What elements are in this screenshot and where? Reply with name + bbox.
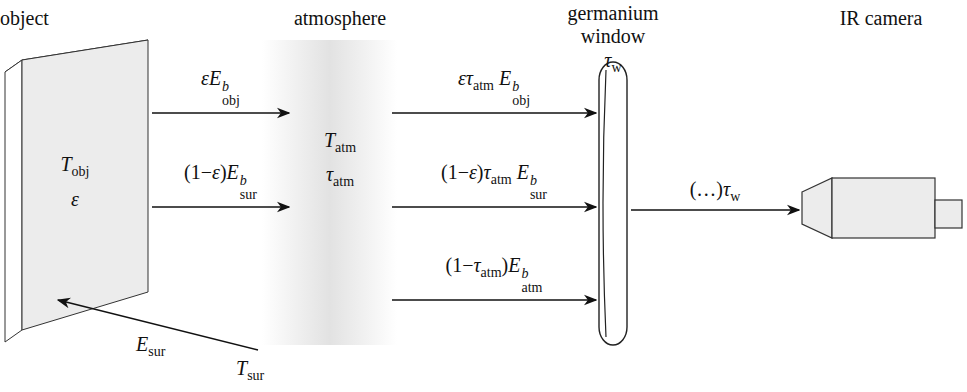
temperature-symbol: Tatm (290, 129, 390, 156)
ir-camera: IR camera (800, 5, 962, 240)
part-heading: object (0, 7, 70, 30)
part-heading: germanium window (553, 2, 673, 48)
window-edge (603, 70, 606, 337)
irradiance-label: Esur (136, 333, 165, 360)
flux-label: (…)τw (690, 178, 741, 205)
object-slab: objectTobj ε (0, 5, 150, 340)
flux-label: ετatm Ebobj (458, 67, 530, 108)
slab-face (22, 40, 148, 330)
flux-label: (1−ε)τatm Ebsur (441, 161, 547, 202)
atmosphere-region: atmosphereTatmτatm (290, 5, 390, 340)
part-heading: IR camera (800, 7, 962, 30)
radiation-arrow (631, 209, 799, 211)
camera-back (935, 200, 962, 228)
radiation-arrow (392, 112, 596, 114)
radiation-arrow (152, 206, 289, 208)
surroundings-temperature: Tsur (236, 357, 264, 384)
camera-body (832, 178, 935, 238)
camera-lens (802, 178, 832, 238)
radiation-arrow (392, 299, 596, 301)
slab-edge (5, 60, 22, 342)
flux-label: (1−τatm)Ebatm (445, 254, 542, 295)
emissivity-symbol: ε (20, 188, 130, 211)
temperature-symbol: Tobj (20, 153, 130, 180)
radiation-arrow (392, 206, 596, 208)
germanium-window: germanium windowτw (597, 5, 629, 345)
window-disc (599, 62, 627, 345)
transmittance-symbol: τw (563, 49, 663, 76)
radiation-arrow (152, 112, 289, 114)
irradiation-arrow (58, 300, 258, 350)
flux-label: εEbobj (201, 67, 240, 108)
transmittance-symbol: τatm (290, 163, 390, 190)
atmosphere-band (262, 40, 397, 345)
part-heading: atmosphere (260, 7, 420, 30)
flux-label: (1−ε)Ebsur (184, 161, 257, 202)
